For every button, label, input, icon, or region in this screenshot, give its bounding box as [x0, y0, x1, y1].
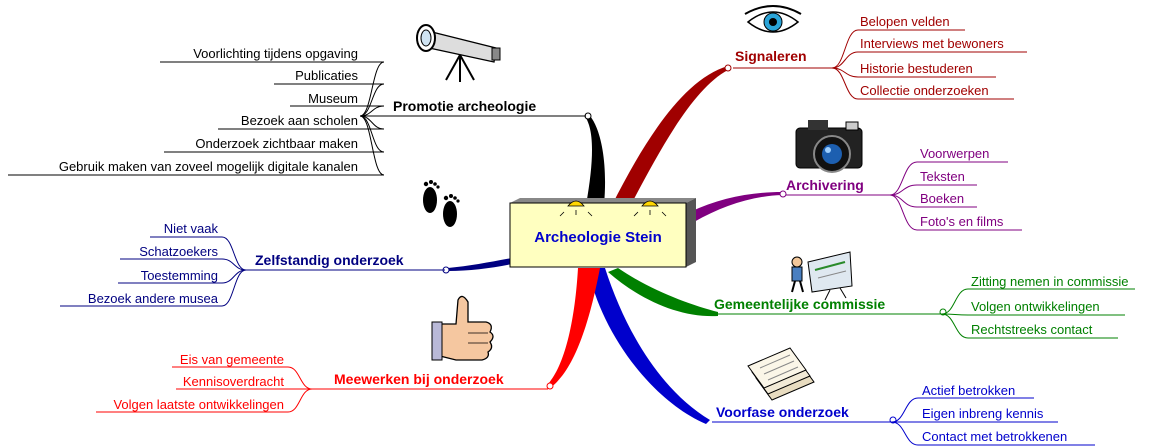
branch-commissie-item[interactable]: Rechtstreeks contact — [968, 322, 1118, 338]
branch-archivering-item[interactable]: Voorwerpen — [917, 146, 1008, 162]
svg-text:Museum: Museum — [308, 91, 358, 106]
svg-text:Volgen laatste ontwikkelingen: Volgen laatste ontwikkelingen — [113, 397, 284, 412]
branch-zelfstandig-item[interactable]: Schatzoekers — [120, 244, 222, 259]
branch-zelfstandig[interactable]: Zelfstandig onderzoek Niet vaak Schatzoe… — [60, 180, 460, 306]
branch-zelfstandig-connector — [448, 258, 512, 271]
svg-text:Voorlichting tijdens opgaving: Voorlichting tijdens opgaving — [193, 46, 358, 61]
branch-meewerken-item[interactable]: Kennisoverdracht — [176, 374, 288, 389]
branch-voorfase[interactable]: Voorfase onderzoek Actief betrokken Eige… — [712, 348, 1095, 445]
svg-text:Eis van gemeente: Eis van gemeente — [180, 352, 284, 367]
thumbs-up-icon — [432, 296, 493, 360]
svg-text:Volgen ontwikkelingen: Volgen ontwikkelingen — [971, 299, 1100, 314]
telescope-icon — [417, 25, 500, 82]
branch-zelfstandig-item[interactable]: Bezoek andere musea — [60, 291, 222, 306]
branch-promotie-item[interactable]: Bezoek aan scholen — [218, 113, 384, 129]
svg-text:Publicaties: Publicaties — [295, 68, 358, 83]
svg-text:Foto's en films: Foto's en films — [920, 214, 1004, 229]
branch-promotie-connector — [586, 116, 605, 205]
svg-text:Bezoek aan scholen: Bezoek aan scholen — [241, 113, 358, 128]
branch-zelfstandig-item[interactable]: Toestemming — [118, 268, 222, 283]
svg-text:Belopen velden: Belopen velden — [860, 14, 950, 29]
svg-text:Collectie onderzoeken: Collectie onderzoeken — [860, 83, 989, 98]
branch-voorfase-item[interactable]: Contact met betrokkenen — [918, 429, 1095, 445]
svg-text:Schatzoekers: Schatzoekers — [139, 244, 218, 259]
branch-signaleren-item[interactable]: Belopen velden — [858, 14, 965, 30]
branch-voorfase-label: Voorfase onderzoek — [716, 404, 849, 420]
branch-voorfase-item[interactable]: Actief betrokken — [918, 383, 1034, 398]
central-node[interactable]: Archeologie Stein — [510, 198, 696, 267]
svg-text:Interviews met bewoners: Interviews met bewoners — [860, 36, 1004, 51]
branch-zelfstandig-label: Zelfstandig onderzoek — [255, 252, 404, 268]
branch-promotie[interactable]: Promotie archeologie Voorlichting tijden… — [8, 25, 586, 175]
central-node-label: Archeologie Stein — [534, 229, 662, 246]
eye-icon — [745, 6, 801, 32]
branch-promotie-item[interactable]: Voorlichting tijdens opgaving — [160, 46, 384, 62]
svg-text:Toestemming: Toestemming — [141, 268, 218, 283]
branch-meewerken-connector — [548, 268, 600, 388]
branch-promotie-label: Promotie archeologie — [393, 98, 536, 114]
branch-voorfase-item[interactable]: Eigen inbreng kennis — [918, 406, 1058, 422]
branch-signaleren-item[interactable]: Interviews met bewoners — [858, 36, 1027, 52]
branch-commissie-connector — [608, 268, 718, 316]
branch-promotie-item[interactable]: Publicaties — [274, 68, 384, 84]
branch-signaleren-connector — [612, 66, 728, 210]
svg-text:Gebruik maken van zoveel mogel: Gebruik maken van zoveel mogelijk digita… — [59, 159, 358, 174]
svg-text:Eigen inbreng kennis: Eigen inbreng kennis — [922, 406, 1044, 421]
svg-text:Voorwerpen: Voorwerpen — [920, 146, 989, 161]
branch-signaleren-item[interactable]: Historie bestuderen — [858, 61, 996, 77]
branch-signaleren[interactable]: Signaleren Belopen velden Interviews met… — [733, 6, 1027, 99]
branch-meewerken-label: Meewerken bij onderzoek — [334, 371, 504, 387]
papers-icon — [748, 348, 814, 400]
drafting-table-icon — [792, 252, 852, 300]
svg-text:Boeken: Boeken — [920, 191, 964, 206]
branch-promotie-item[interactable]: Gebruik maken van zoveel mogelijk digita… — [8, 159, 384, 175]
branch-promotie-item[interactable]: Onderzoek zichtbaar maken — [164, 136, 384, 152]
svg-text:Actief betrokken: Actief betrokken — [922, 383, 1015, 398]
svg-text:Teksten: Teksten — [920, 169, 965, 184]
branch-archivering[interactable]: Archivering Voorwerpen Teksten Boeken Fo… — [786, 120, 1022, 230]
svg-text:Kennisoverdracht: Kennisoverdracht — [183, 374, 285, 389]
branch-archivering-label: Archivering — [786, 177, 864, 193]
svg-text:Onderzoek zichtbaar maken: Onderzoek zichtbaar maken — [195, 136, 358, 151]
svg-text:Historie bestuderen: Historie bestuderen — [860, 61, 973, 76]
camera-icon — [796, 120, 862, 172]
branch-archivering-item[interactable]: Foto's en films — [917, 214, 1022, 230]
branch-signaleren-label: Signaleren — [735, 48, 807, 64]
svg-text:Contact met betrokkenen: Contact met betrokkenen — [922, 429, 1067, 444]
svg-text:Niet vaak: Niet vaak — [164, 221, 219, 236]
branch-zelfstandig-item[interactable]: Niet vaak — [150, 221, 222, 237]
footprints-icon — [423, 180, 460, 227]
branch-commissie-item[interactable]: Zitting nemen in commissie — [968, 274, 1135, 289]
branch-meewerken[interactable]: Meewerken bij onderzoek Eis van gemeente… — [96, 296, 548, 412]
branch-meewerken-item[interactable]: Volgen laatste ontwikkelingen — [96, 397, 288, 412]
branch-commissie[interactable]: Gemeentelijke commissie Zitting nemen in… — [714, 252, 1135, 338]
branch-meewerken-item[interactable]: Eis van gemeente — [172, 352, 288, 367]
branch-signaleren-item[interactable]: Collectie onderzoeken — [858, 83, 1014, 99]
svg-text:Zitting nemen in commissie: Zitting nemen in commissie — [971, 274, 1129, 289]
branch-archivering-item[interactable]: Boeken — [917, 191, 977, 207]
branch-archivering-connector — [690, 192, 782, 222]
branch-archivering-item[interactable]: Teksten — [917, 169, 977, 185]
branch-commissie-label: Gemeentelijke commissie — [714, 296, 885, 312]
branch-commissie-item[interactable]: Volgen ontwikkelingen — [968, 299, 1125, 315]
svg-text:Bezoek andere musea: Bezoek andere musea — [88, 291, 219, 306]
svg-text:Rechtstreeks contact: Rechtstreeks contact — [971, 322, 1093, 337]
